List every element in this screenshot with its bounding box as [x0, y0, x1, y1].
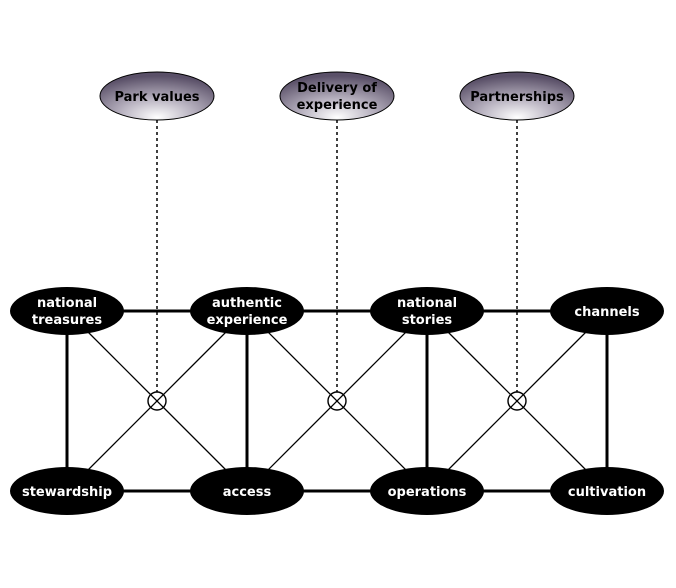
- concept-park-values: Park values: [99, 71, 215, 121]
- concept-partnerships: Partnerships: [459, 71, 575, 121]
- node-authentic-experience-shape: [190, 287, 304, 335]
- node-operations-shape: [370, 467, 484, 515]
- concept-partnerships-label: Partnerships: [470, 90, 564, 105]
- node-national-treasures-label-line-1: national: [37, 296, 97, 311]
- horizontal-edges: [67, 309, 607, 493]
- node-channels-label: channels: [574, 305, 640, 320]
- node-access-label: access: [223, 485, 272, 500]
- node-channels-shape: [550, 287, 664, 335]
- dotted-connectors: [156, 120, 518, 392]
- node-national-stories-shape: [370, 287, 484, 335]
- node-national-treasures-shape: [10, 287, 124, 335]
- concept-delivery-label-line-2: experience: [297, 98, 378, 113]
- node-access-shape: [190, 467, 304, 515]
- node-stewardship: stewardship: [10, 467, 124, 515]
- concept-delivery-shape: [279, 71, 395, 121]
- node-national-stories: national stories: [370, 287, 484, 335]
- crossing-marker-1: [147, 391, 167, 411]
- concept-park-values-label: Park values: [114, 90, 199, 105]
- node-access: access: [190, 467, 304, 515]
- node-national-stories-label-line-2: stories: [402, 313, 453, 328]
- node-operations-label: operations: [388, 485, 467, 500]
- node-channels: channels: [550, 287, 664, 335]
- concept-delivery-label-line-1: Delivery of: [297, 81, 377, 96]
- crossing-marker-2: [327, 391, 347, 411]
- node-cultivation-shape: [550, 467, 664, 515]
- node-operations: operations: [370, 467, 484, 515]
- node-authentic-experience-label-line-2: experience: [207, 313, 288, 328]
- node-stewardship-label: stewardship: [22, 485, 112, 500]
- node-national-stories-label-line-1: national: [397, 296, 457, 311]
- crossing-markers: [147, 391, 527, 411]
- concept-partnerships-shape: [459, 71, 575, 121]
- node-national-treasures: national treasures: [10, 287, 124, 335]
- crossing-marker-3: [507, 391, 527, 411]
- node-stewardship-shape: [10, 467, 124, 515]
- node-authentic-experience-label-line-1: authentic: [212, 296, 282, 311]
- concept-delivery: Delivery of experience: [279, 71, 395, 121]
- vertical-edges: [65, 311, 609, 491]
- node-national-treasures-label-line-2: treasures: [32, 313, 102, 328]
- node-authentic-experience: authentic experience: [190, 287, 304, 335]
- node-cultivation: cultivation: [550, 467, 664, 515]
- concept-park-values-shape: [99, 71, 215, 121]
- node-cultivation-label: cultivation: [568, 485, 646, 500]
